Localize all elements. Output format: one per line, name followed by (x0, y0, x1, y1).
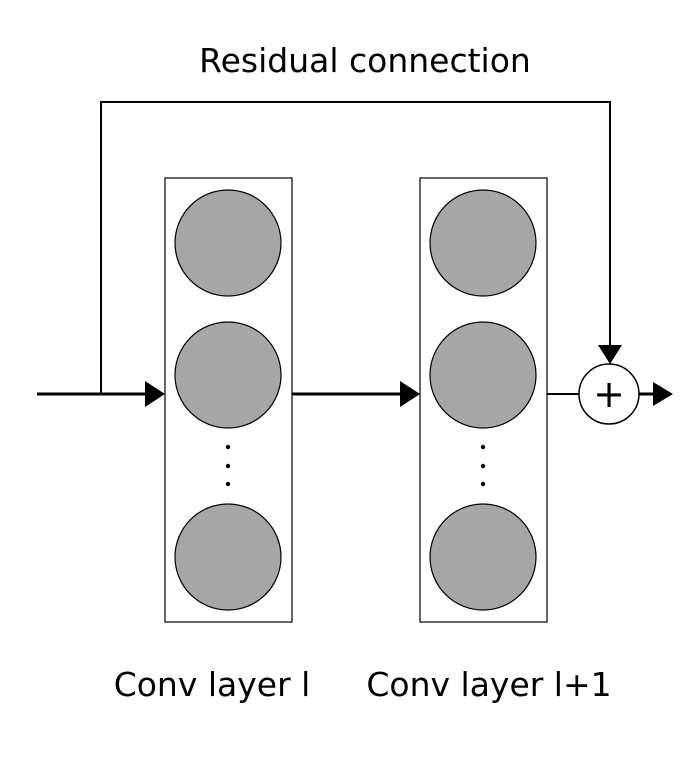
residual-connection-path (100, 101, 611, 394)
conv-layer-l-plus-1-neuron-2 (429, 321, 537, 429)
input-arrowhead (145, 381, 165, 407)
residual-arrowhead (598, 345, 622, 364)
conv-layer-l-neuron-3 (174, 503, 282, 611)
conv-layer-l-plus-1-ellipsis-dot-1 (480, 444, 486, 450)
conv-layer-l-ellipsis-dot-2 (225, 463, 231, 469)
conv-layer-l-plus-1-label: Conv layer l+1 (366, 665, 611, 704)
conv-layer-l-neuron-2 (174, 321, 282, 429)
conv-layer-l-ellipsis-dot-1 (225, 444, 231, 450)
conv-layer-l-plus-1-neuron-3 (429, 503, 537, 611)
adder-plus-symbol: + (593, 372, 625, 416)
conv-layer-l-label: Conv layer l (114, 665, 311, 704)
output-arrowhead (653, 382, 673, 406)
conv-layer-l-plus-1-neuron-1 (429, 189, 537, 297)
conv-layer-l-plus-1-ellipsis-dot-2 (480, 463, 486, 469)
conv-layer-l-ellipsis-dot-3 (225, 481, 231, 487)
conv-layer-l-neuron-1 (174, 189, 282, 297)
residual-connection-label: Residual connection (199, 41, 531, 80)
conv-layer-l-plus-1-ellipsis-dot-3 (480, 481, 486, 487)
inter-layer-arrowhead (400, 381, 420, 407)
